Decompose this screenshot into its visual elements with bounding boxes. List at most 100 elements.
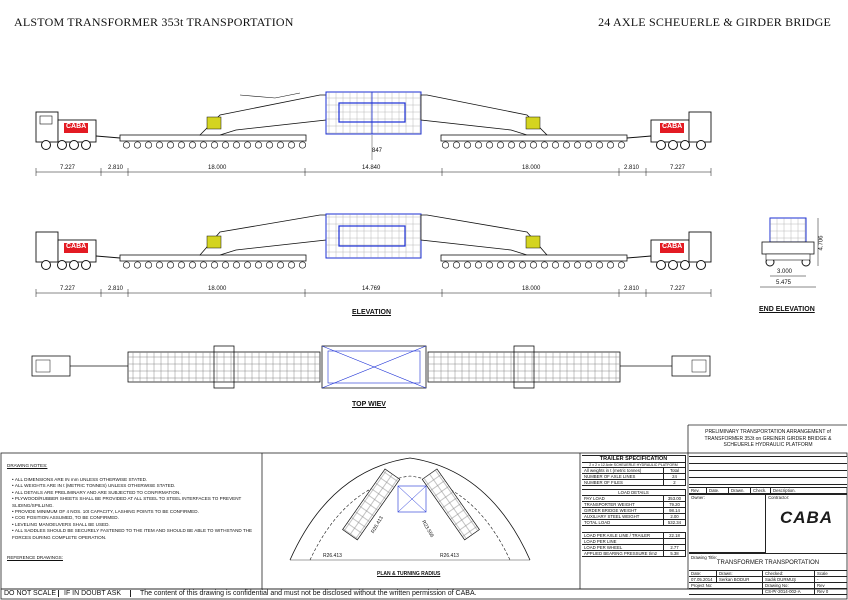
spec-row-value: 2.77 — [664, 545, 686, 551]
elevation-top — [35, 91, 712, 176]
spec-row-label: LOAD PER AXLE LINE / TRAILER — [582, 533, 664, 539]
meta-val: 07.05.2014 — [689, 577, 717, 583]
dim-top-2: 18.000 — [208, 165, 227, 171]
spec-row-value: 98.14 — [664, 508, 686, 514]
revision-rows — [689, 456, 847, 488]
note-item: • COG POSITION ASSUMED, TO BE CONFIRMED. — [12, 515, 119, 521]
meta-head: Drawn: — [717, 571, 763, 577]
spec-row-value: 79.20 — [664, 502, 686, 508]
truck-logo-left-mid: CABA — [66, 243, 87, 250]
radius-label-1: R26.413 — [440, 553, 459, 559]
spec-row-label: PAY LOAD — [582, 496, 664, 502]
dim-top-1: 2.810 — [108, 165, 124, 171]
drawing-title-label: Drawing Title: — [691, 555, 718, 560]
spec-row-label: NUMBER OF AXLE LINES — [582, 474, 664, 480]
spec-row-label: LOAD PER WHEEL — [582, 545, 664, 551]
note-item: • ALL DIMENSIONS ARE IN mm UNLESS OTHERW… — [12, 477, 148, 482]
dim-mid-6: 7.227 — [670, 286, 686, 292]
drawing-main-title: PRELIMINARY TRANSPORTATION ARRANGEMENT o… — [704, 429, 832, 448]
rev-head: Description. — [771, 488, 847, 494]
meta-head: Checked: — [763, 571, 815, 577]
end-elevation-drawing — [760, 217, 819, 288]
spec-title: TRAILER SPECIFICATION — [582, 455, 686, 463]
note-item: • ALL DETAILS ARE PRELIMINARY AND ARE SU… — [12, 489, 181, 495]
spec-row-value: 22.18 — [664, 533, 686, 539]
note-item: • PLYWOOD/RUBBER SHEETS SHALL BE PROVIDE… — [12, 496, 242, 508]
header-right-title: 24 AXLE SCHEUERLE & GIRDER BRIDGE — [598, 15, 831, 29]
notes-heading: DRAWING NOTES: — [7, 463, 48, 468]
owner-label: Owner: — [691, 495, 705, 500]
dim-top-5: 2.810 — [624, 165, 640, 171]
spec-row-label: LOAD PER LINE — [582, 539, 664, 545]
meta-val: - — [815, 577, 847, 583]
meta2-head: Rev — [815, 583, 847, 589]
dim-mid-5: 2.810 — [624, 286, 640, 292]
top-view-drawing — [31, 345, 711, 389]
spec-row-label: APPLIED BEARING PRESSURE t/m2 — [582, 551, 664, 557]
spec-row-value: 5.38 — [664, 551, 686, 557]
meta2-head: Project No: — [689, 583, 763, 589]
note-item: • ALL SADDLES SHOULD BE SECURELY FASTENE… — [12, 528, 253, 540]
right-truck-top — [626, 111, 712, 150]
rev-head: Check. — [751, 488, 771, 494]
footer-frame — [0, 588, 848, 600]
if-in-doubt: IF IN DOUBT ASK — [64, 590, 131, 597]
spec-row-value: 2.00 — [664, 514, 686, 520]
spec-total-head: Total — [664, 468, 686, 474]
owner-box: Owner: — [689, 495, 767, 553]
drawing-title-box: Drawing Title: TRANSFORMER TRANSPORTATIO… — [689, 554, 847, 571]
spec-row-label: AUXILIARY STEEL WEIGHT — [582, 514, 664, 520]
spec-row-value — [664, 539, 686, 545]
dim-top-3: 14.840 — [362, 165, 381, 171]
meta2-val — [689, 589, 763, 595]
truck-logo-right-top: CABA — [662, 123, 683, 130]
meta-head: Date: — [689, 571, 717, 577]
dim-mid-3: 14.769 — [362, 286, 381, 292]
dim-top-4: 18.000 — [522, 165, 541, 171]
end-dim-overall: 5.475 — [776, 280, 792, 286]
spec-subtitle: 2 x 2 x 12 Axle SCHEUERLE HYDRAULIC PLAT… — [582, 463, 686, 468]
note-item: • LEVELING MANOEUVERS SHALL BE USED. — [12, 521, 110, 527]
spec-row-value: 532.34 — [664, 520, 686, 526]
trailer-spec: TRAILER SPECIFICATION 2 x 2 x 12 Axle SC… — [582, 455, 686, 557]
end-dim-width: 3.000 — [777, 269, 793, 275]
end-elevation-label: END ELEVATION — [759, 306, 815, 313]
caba-logo: CABA — [779, 508, 834, 527]
left-trailer-wheels-top — [120, 141, 306, 151]
elevation-mid — [35, 213, 712, 297]
radius-label-0: R26.413 — [323, 553, 342, 559]
contractor-label: Contractor: — [768, 495, 790, 500]
spec-row-label: GIRDER BRIDGE WEIGHT — [582, 508, 664, 514]
drawing-title: TRANSFORMER TRANSPORTATION — [716, 560, 820, 566]
spec-row-label: TRANSPORTER WEIGHT — [582, 502, 664, 508]
dim-mid-2: 18.000 — [208, 286, 227, 292]
spec-row-value: 2 — [664, 480, 686, 486]
left-truck-top — [35, 111, 121, 150]
reference-heading: REFERENCE DRAWINGS: — [7, 555, 63, 560]
meta-val: Serkan BODUR — [717, 577, 763, 583]
center-mark-label: 847 — [372, 148, 383, 154]
elevation-label: ELEVATION — [352, 309, 392, 316]
confidential-note: The content of this drawing is confident… — [140, 590, 477, 597]
dim-mid-4: 18.000 — [522, 286, 541, 292]
meta2-val: Rev 0 — [815, 589, 847, 595]
dim-top-0: 7.227 — [60, 165, 76, 171]
dim-mid-1: 2.810 — [108, 286, 124, 292]
note-item: • PROVIDE MINIMUM OF 4 NOS. 10t CAPACITY… — [12, 509, 199, 515]
spec-weights-note: All weights in t (metric tonnes) — [582, 468, 664, 474]
meta-val: Sadık DURMUŞ — [763, 577, 815, 583]
plan-label: PLAN & TURNING RADIUS — [377, 571, 441, 577]
header-left-title: ALSTOM TRANSFORMER 353t TRANSPORTATION — [14, 15, 294, 29]
dim-top-6: 7.227 — [670, 165, 686, 171]
do-not-scale: DO NOT SCALE — [4, 590, 59, 597]
rev-head: Date. — [707, 488, 729, 494]
truck-logo-left-top: CABA — [66, 123, 87, 130]
contractor-box: Contractor: CABA — [766, 495, 847, 553]
meta2-head: Drawing No: — [763, 583, 815, 589]
spec-row-value: 24 — [664, 474, 686, 480]
notes-list: • ALL DIMENSIONS ARE IN mm UNLESS OTHERW… — [12, 477, 260, 541]
rev-head: Rev. — [689, 488, 707, 494]
spec-load-head: LOAD DETAILS — [582, 489, 686, 496]
meta-head: Scale — [815, 571, 847, 577]
